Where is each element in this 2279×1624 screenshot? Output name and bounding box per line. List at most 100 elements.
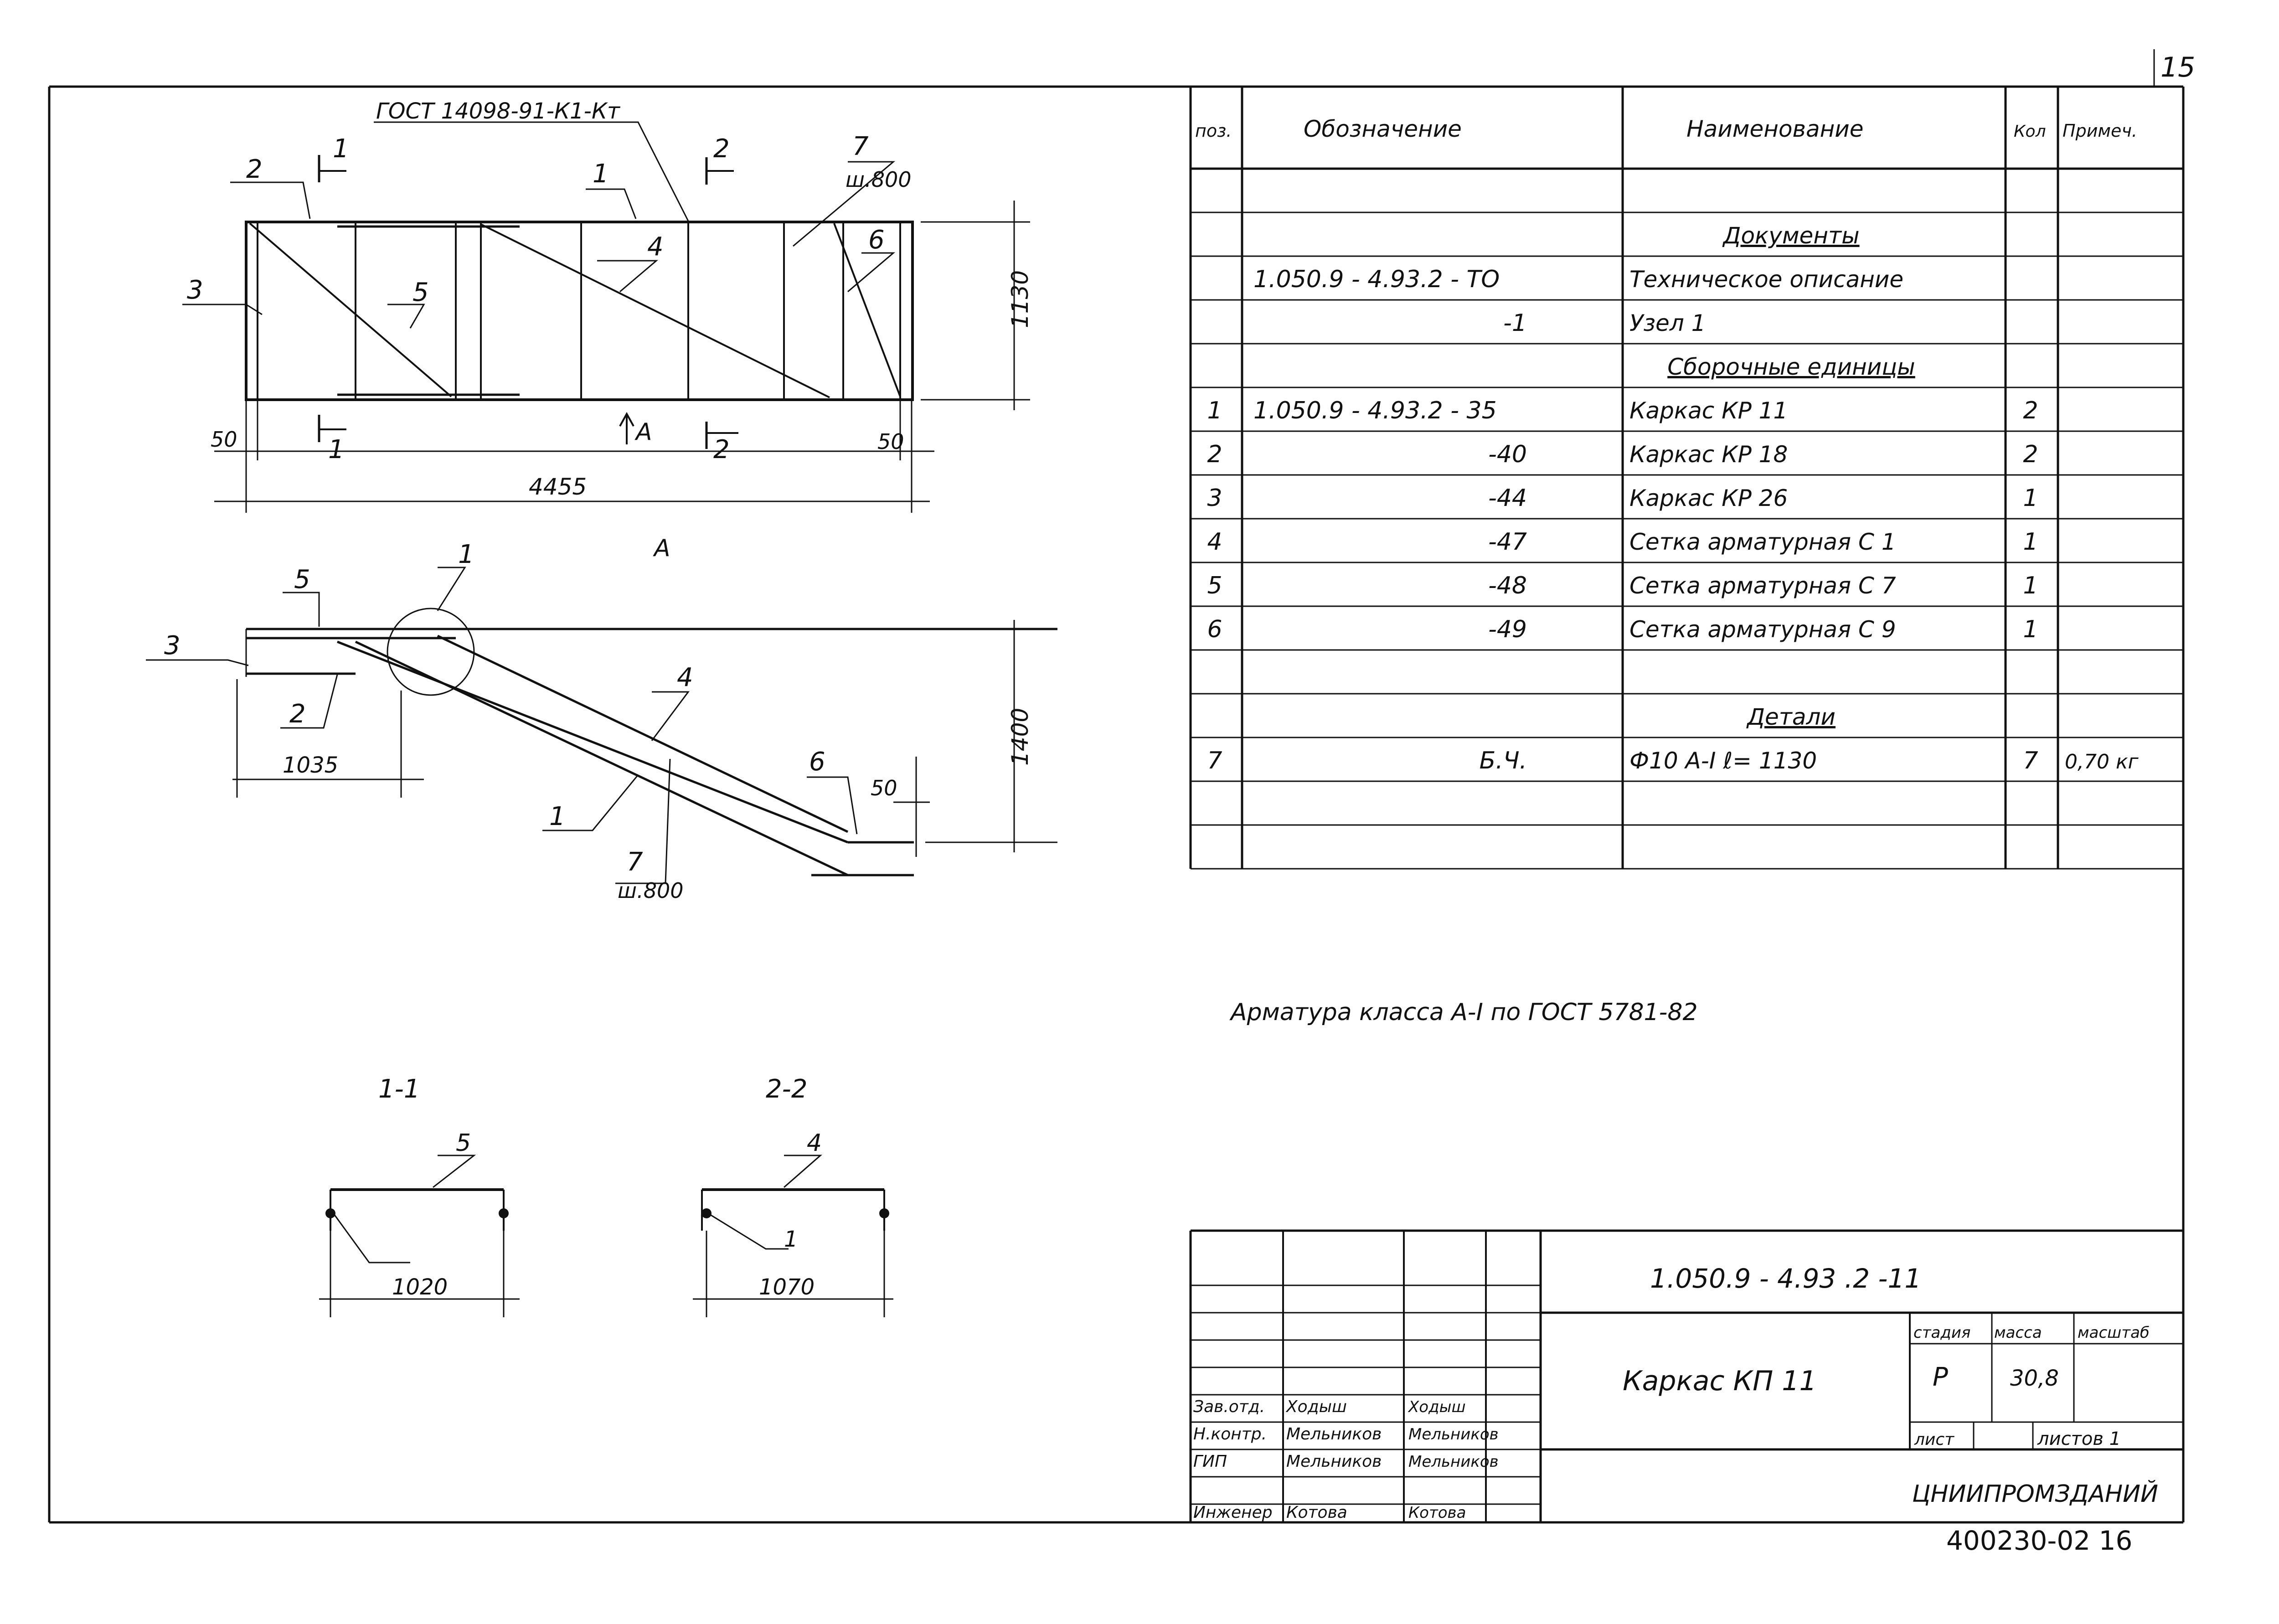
tb-signer-signature: Ходыш	[1408, 1398, 1466, 1416]
spec-row-qty: 1	[2023, 616, 2038, 643]
plan-section-2-top: 2	[713, 134, 730, 164]
spec-row-name: Каркас КР 18	[1629, 441, 1788, 468]
spec-row-pos: 5	[1207, 572, 1222, 599]
tb-doc-code: 1.050.9 - 4.93 .2 -11	[1650, 1263, 1921, 1294]
tb-signer-role: ГИП	[1193, 1452, 1227, 1471]
plan-dim-length: 4455	[529, 474, 587, 500]
tb-sheets-label: листов 1	[2037, 1428, 2121, 1449]
spec-row-pos: 3	[1207, 485, 1222, 512]
section-2-2-title: 2-2	[766, 1074, 807, 1104]
spec-row-name: Ф10 А-I ℓ= 1130	[1629, 748, 1817, 774]
elevation-lines	[245, 608, 1057, 876]
spec-row-qty: 1	[2023, 528, 2038, 556]
section-1-1-dim: 1020	[392, 1274, 448, 1300]
spec-row-qty: 2	[2023, 397, 2038, 424]
tb-stage: Р	[1933, 1362, 1948, 1392]
spec-row-name: Узел 1	[1629, 310, 1706, 336]
section-2-2-dim: 1070	[759, 1274, 815, 1300]
plan-frame-lines	[245, 221, 914, 401]
spec-row-pos: 6	[1207, 616, 1222, 643]
spec-row-code: -49	[1488, 616, 1527, 643]
plan-pos-6: 6	[868, 225, 885, 255]
tb-signer-signature: Мельников	[1408, 1453, 1499, 1471]
plan-dim-height: 1130	[1007, 270, 1033, 328]
elevation-pos-2: 2	[289, 699, 306, 729]
tb-signer-signature: Мельников	[1408, 1425, 1499, 1444]
elevation-pos-1: 1	[549, 802, 566, 831]
elevation-spacing-label: ш.800	[618, 878, 684, 903]
spec-row-name: Каркас КР 26	[1629, 485, 1788, 511]
plan-section-1-top: 1	[333, 134, 349, 164]
plan-section-marks	[318, 155, 738, 449]
plan-pos-2: 2	[246, 155, 263, 184]
plan-pos-5: 5	[412, 278, 429, 307]
elevation-pos-6: 6	[809, 747, 825, 777]
plan-gost-label: ГОСТ 14098-91-К1-Кт	[376, 98, 621, 124]
section-1-1-title: 1-1	[378, 1074, 420, 1104]
plan-dimensions	[214, 201, 1030, 513]
spec-row-name: Сетка арматурная С 9	[1629, 616, 1896, 643]
spec-row-code: Б.Ч.	[1480, 747, 1527, 774]
sheet-number-top: 15	[2160, 52, 2195, 83]
title-block: 1.050.9 - 4.93 .2 -11 Каркас КП 11 стади…	[1189, 1229, 2183, 1522]
spec-row-code: -47	[1488, 528, 1527, 556]
elevation-pos-5: 5	[294, 565, 310, 594]
plan-view-mark: А	[634, 418, 652, 446]
spec-row-pos: 7	[1207, 747, 1222, 774]
section-1-1-top-label: 5	[456, 1129, 471, 1157]
section-2-2-top-label: 4	[807, 1129, 822, 1157]
elevation-pos-3: 3	[164, 631, 180, 660]
spec-row-name: Техническое описание	[1629, 266, 1903, 293]
tb-organization: ЦНИИПРОМЗДАНИЙ	[1912, 1480, 2158, 1508]
tb-signer-role: Инженер	[1193, 1503, 1273, 1522]
tb-signer-role: Н.контр.	[1193, 1425, 1267, 1444]
elevation-dimensions	[232, 620, 1057, 857]
spec-row-code: -44	[1488, 485, 1527, 512]
spec-row-name: Каркас КР 11	[1629, 397, 1788, 424]
plan-dim-left-end: 50	[211, 427, 237, 452]
spec-row-name: Сетка арматурная С 7	[1629, 572, 1896, 599]
spec-section-heading: Детали	[1746, 704, 1836, 730]
spec-row-pos: 4	[1207, 528, 1222, 556]
spec-section-heading: Документы	[1722, 222, 1859, 249]
spec-header-3: Кол	[2014, 122, 2046, 141]
elevation-leaders	[146, 567, 858, 884]
plan-pos-7: 7	[852, 132, 869, 161]
spec-header-1: Обозначение	[1304, 116, 1462, 142]
plan-pos-1: 1	[593, 159, 609, 189]
reinforcement-note: Арматура класса А-I по ГОСТ 5781-82	[1229, 999, 1698, 1026]
spec-row-pos: 2	[1207, 441, 1222, 468]
spec-row-name: Сетка арматурная С 1	[1629, 529, 1896, 555]
tb-sheet-label: лист	[1914, 1430, 1954, 1449]
spec-header-2: Наименование	[1686, 116, 1864, 142]
spec-row-code: 1.050.9 - 4.93.2 - 35	[1253, 397, 1497, 424]
plan-pos-3: 3	[187, 275, 203, 305]
elevation-pos-4: 4	[677, 663, 693, 692]
tb-mass: 30,8	[2010, 1366, 2059, 1391]
tb-signer-name: Ходыш	[1285, 1397, 1347, 1416]
spec-table-grid	[1189, 87, 2185, 870]
tb-signer-signature: Котова	[1408, 1504, 1466, 1522]
elevation-dim-height: 1400	[1007, 708, 1033, 766]
spec-row-code: -40	[1488, 441, 1527, 468]
plan-spacing-label: ш.800	[846, 167, 912, 192]
spec-row-code: 1.050.9 - 4.93.2 - ТО	[1253, 266, 1500, 293]
spec-row-note: 0,70 кг	[2065, 750, 2139, 773]
spec-row-qty: 2	[2023, 441, 2038, 468]
spec-row-code: -48	[1488, 572, 1527, 599]
plan-view: ГОСТ 14098-91-К1-Кт 2 3 1 4 5 7 6 ш.800 …	[182, 98, 1033, 513]
elevation-dim-end: 50	[871, 776, 897, 800]
spec-row-code: -1	[1503, 309, 1527, 337]
elevation-pos-7: 7	[627, 847, 643, 877]
title-block-grid	[1189, 1229, 2183, 1522]
elevation-title: А	[653, 535, 670, 562]
spec-row-qty: 1	[2023, 572, 2038, 599]
section-2-2: 2-2 4 1 1070	[693, 1074, 893, 1317]
plan-section-2-bottom: 2	[713, 435, 730, 464]
plan-dim-right-end: 50	[877, 429, 904, 454]
tb-scale-header: масштаб	[2078, 1324, 2150, 1342]
